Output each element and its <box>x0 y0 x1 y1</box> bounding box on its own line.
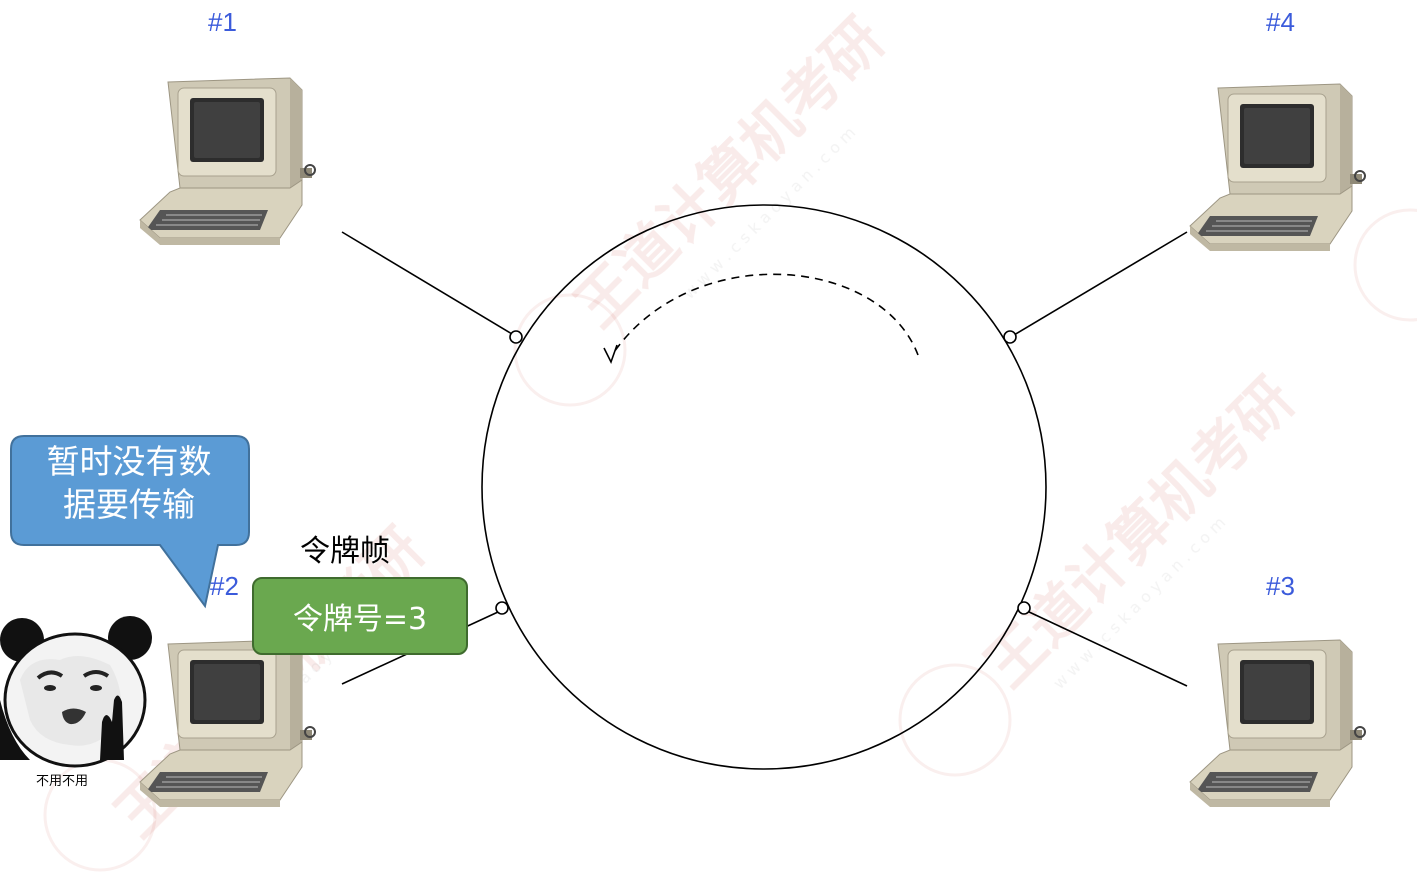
rotation-arrow <box>611 273 919 356</box>
tap-node-3 <box>1017 601 1031 615</box>
tap-node-2 <box>495 601 509 615</box>
token-frame-label: 令牌帧 <box>300 534 390 569</box>
meme-caption: 不用不用 <box>36 774 89 789</box>
node-1-label: #1 <box>208 7 237 37</box>
drop-line-4 <box>1013 231 1188 336</box>
speech-bubble-line-1: 暂时没有数 <box>46 442 212 481</box>
speech-bubble-text: 暂时没有数 据要传输 <box>14 440 244 526</box>
computer-3 <box>1189 639 1366 808</box>
panda-meme <box>0 616 152 768</box>
computer-2 <box>139 639 316 808</box>
rotation-arrowhead <box>603 344 618 365</box>
speech-bubble <box>10 435 250 609</box>
speech-bubble-line-2: 据要传输 <box>63 485 195 524</box>
node-4-label: #4 <box>1266 7 1295 37</box>
node-3-label: #3 <box>1266 571 1295 601</box>
computer-1 <box>139 77 316 246</box>
tap-node-4 <box>1003 330 1017 344</box>
tap-node-1 <box>509 330 523 344</box>
token-number-text: 令牌号=3 <box>292 602 428 637</box>
drop-line-1 <box>341 231 513 335</box>
node-2-label: #2 <box>210 571 239 601</box>
token-frame-box: 令牌号=3 <box>252 577 468 655</box>
drop-line-3 <box>1026 610 1188 687</box>
ring <box>481 204 1047 770</box>
computer-4 <box>1189 83 1366 252</box>
